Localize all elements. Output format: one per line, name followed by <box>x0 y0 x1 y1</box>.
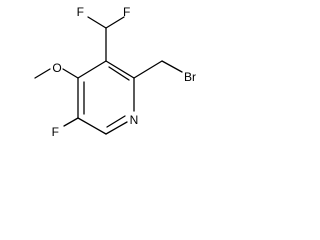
bond-c4-c3 <box>77 60 107 79</box>
bond-c3-c2 <box>105 60 135 79</box>
bonds <box>34 16 183 135</box>
bond-ch2-br <box>161 60 183 73</box>
bond-c5-f3 <box>63 117 79 127</box>
molecule-structure-diagram: F F O Br N F <box>34 5 196 139</box>
atom-label-br: Br <box>184 70 196 84</box>
atom-label-n: N <box>130 113 139 127</box>
bond-n-c6-inner <box>106 115 126 128</box>
atom-label-f1: F <box>77 5 84 19</box>
bond-c4-o <box>62 68 79 79</box>
bond-n-c6 <box>105 121 128 135</box>
bond-o-ch3 <box>34 68 51 79</box>
bond-c2-c3-inner <box>108 66 130 81</box>
bond-chf2-f2 <box>105 16 125 29</box>
atom-label-f2: F <box>123 5 130 19</box>
bond-chf2-f1 <box>87 16 107 29</box>
atom-label-f3: F <box>52 125 59 139</box>
atom-label-o: O <box>52 61 61 75</box>
bond-c2-ch2 <box>133 60 163 79</box>
atom-labels: F F O Br N F <box>52 5 196 139</box>
bond-c6-c5 <box>77 117 107 135</box>
